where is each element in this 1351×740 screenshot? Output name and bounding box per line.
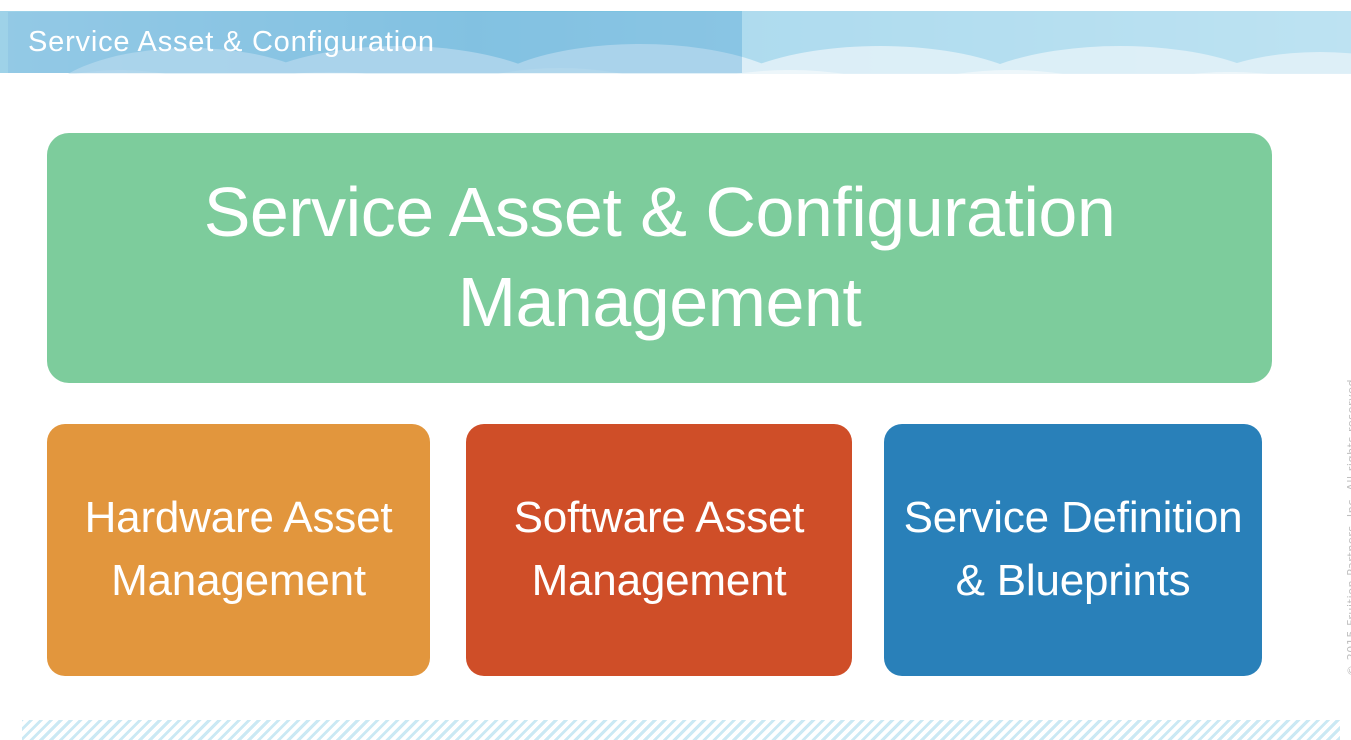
sub-process-label: Service Definition & Blueprints: [903, 493, 1243, 605]
slide-title-banner: Service Asset & Configuration: [8, 12, 742, 73]
copyright-notice: © 2015 Fruition Partners, Inc. All right…: [1345, 374, 1351, 676]
sub-process-box-software-asset-management[interactable]: Software Asset Management: [466, 424, 852, 676]
sub-process-box-service-definition-blueprints[interactable]: Service Definition & Blueprints: [884, 424, 1262, 676]
footer-hatch-strip: [22, 720, 1340, 740]
sub-process-box-hardware-asset-management[interactable]: Hardware Asset Management: [47, 424, 430, 676]
slide-title-text: Service Asset & Configuration: [28, 26, 435, 58]
primary-process-box[interactable]: Service Asset & Configuration Management: [47, 133, 1272, 383]
header-cloud-band: Service Asset & Configuration: [0, 0, 1351, 90]
sub-process-label: Software Asset Management: [513, 493, 805, 605]
primary-process-label: Service Asset & Configuration Management: [203, 173, 1116, 341]
sub-process-label: Hardware Asset Management: [84, 493, 393, 605]
